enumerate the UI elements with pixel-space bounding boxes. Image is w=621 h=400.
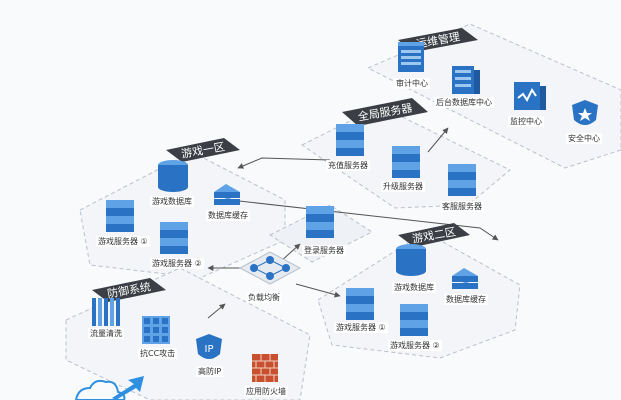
label-recharge: 充值服务器 [326, 160, 370, 171]
defense-platform [65, 267, 311, 400]
ip-glyph: IP [205, 344, 214, 355]
label-backend-db: 后台数据库中心 [434, 97, 494, 108]
z1-cache-icon [214, 184, 240, 205]
label-login: 登录服务器 [302, 245, 346, 256]
label-monitor: 监控中心 [508, 116, 544, 127]
incoming-arrow-icon [112, 376, 144, 400]
z1-database-icon [158, 160, 188, 192]
label-audit: 审计中心 [394, 78, 430, 89]
z2-database-icon [396, 244, 426, 276]
z1-gameserver1-icon [106, 200, 134, 232]
upgrade-server-icon [392, 146, 420, 178]
label-firewall: 应用防火墙 [244, 386, 288, 397]
label-upgrade: 升级服务器 [381, 181, 425, 192]
anti-cc-icon [142, 316, 170, 344]
audit-icon [398, 42, 424, 72]
backend-db-icon [452, 66, 480, 94]
label-support: 客服服务器 [440, 201, 484, 212]
label-z2-cache: 数据库缓存 [444, 294, 488, 305]
z2-gameserver1-icon [346, 288, 374, 320]
support-server-icon [448, 164, 476, 196]
z1-gameserver2-icon [160, 222, 188, 254]
shield-icon [572, 100, 598, 125]
label-z2-gs2: 游戏服务器 ② [388, 340, 442, 351]
arrow-global-to-zone1 [237, 157, 331, 169]
label-z1-cache: 数据库缓存 [206, 210, 250, 221]
label-traffic: 流量清洗 [88, 328, 124, 339]
high-defense-ip-icon: IP [196, 334, 222, 359]
z2-cache-icon [452, 268, 478, 289]
label-security: 安全中心 [566, 133, 602, 144]
label-z2-gs1: 游戏服务器 ① [334, 322, 388, 333]
label-z1-gs1: 游戏服务器 ① [96, 236, 150, 247]
arrow-defense-to-lb [207, 303, 226, 319]
arrow-global-to-ops [427, 127, 449, 153]
label-z1-gs2: 游戏服务器 ② [150, 258, 204, 269]
label-lb: 负载均衡 [246, 292, 282, 303]
monitor-icon [514, 82, 546, 110]
load-balancer-icon [238, 251, 302, 285]
arrow-lb-to-zone2 [295, 283, 341, 298]
label-z2-db: 游戏数据库 [392, 282, 436, 293]
zone-title-zone1-text: 游戏一区 [180, 140, 226, 160]
label-anticc: 抗CC攻击 [138, 348, 178, 359]
label-z1-db: 游戏数据库 [150, 196, 194, 207]
recharge-server-icon [336, 124, 364, 156]
label-hip: 高防IP [196, 366, 224, 377]
firewall-icon [252, 354, 278, 382]
login-server-icon [306, 206, 334, 238]
z2-gameserver2-icon [400, 304, 428, 336]
traffic-cleaning-icon [92, 298, 120, 326]
